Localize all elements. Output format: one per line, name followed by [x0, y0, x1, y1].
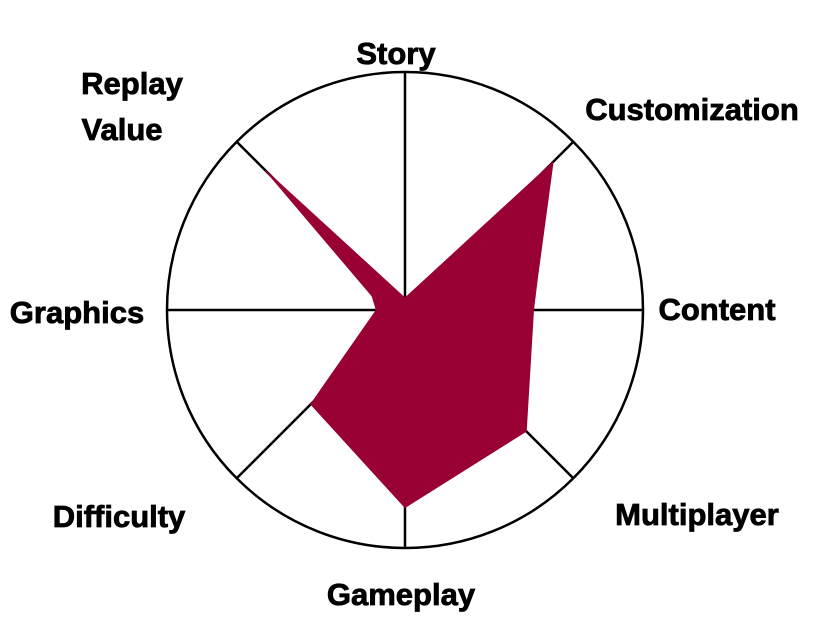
axis-label-difficulty: Difficulty	[53, 499, 186, 534]
data-polygon	[264, 160, 554, 509]
replay-label-line-2: Value	[82, 112, 163, 147]
axis-label-content: Content	[658, 292, 775, 327]
axis-label-gameplay: Gameplay	[327, 577, 476, 612]
axis-label-story: Story	[356, 36, 436, 71]
axis-label-multiplayer: Multiplayer	[615, 497, 779, 532]
axis-label-graphics: Graphics	[10, 295, 144, 330]
axis-labels: Story Customization Content Multiplayer …	[9, 36, 799, 613]
axis-label-customization: Customization	[585, 92, 799, 127]
replay-label-line-1: Replay	[81, 66, 183, 101]
